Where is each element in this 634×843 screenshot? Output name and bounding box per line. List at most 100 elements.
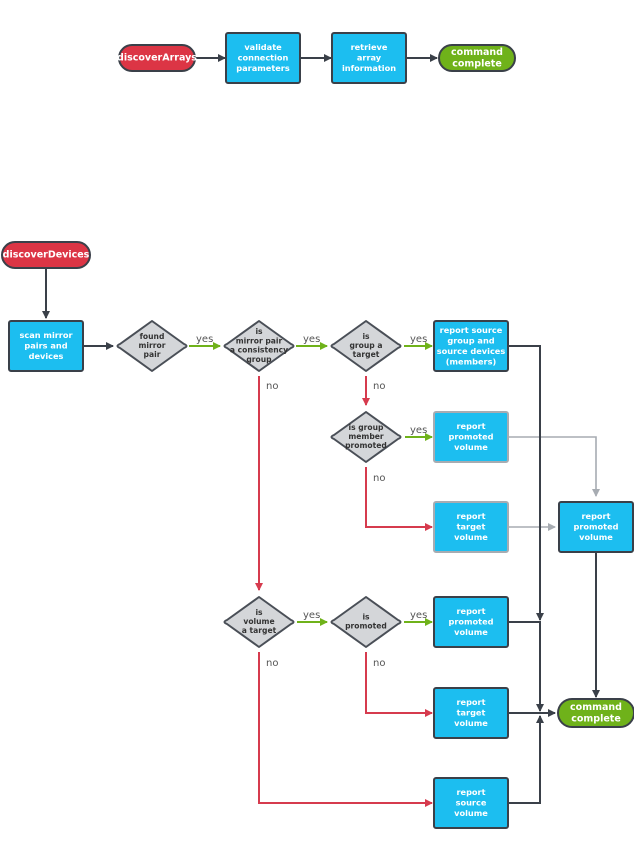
is-group-member-promoted-decision-text-2: member <box>348 432 384 441</box>
scan-mirror-pairs-node-text-1: scan mirror <box>19 330 73 340</box>
validate-connection-node-text-3: parameters <box>236 63 290 73</box>
is-group-member-promoted-decision-text-1: is group <box>348 423 384 432</box>
label-yes-found: yes <box>196 334 213 345</box>
discover-devices-node: discoverDevices <box>1 241 91 269</box>
command-complete-2-node-text-1: command <box>570 702 622 713</box>
report-target-volume-1-node-text-1: report <box>456 511 485 521</box>
edge-reportsourcevolume-up <box>509 715 544 804</box>
validate-connection-node-text-1: validate <box>244 42 282 52</box>
command-complete-1-node-shape <box>438 44 516 72</box>
retrieve-array-node-shape <box>331 32 407 84</box>
is-consistency-group-decision-text-3: a consistency <box>230 346 288 355</box>
report-target-volume-1-node-text-2: target <box>457 522 486 532</box>
edge-labels: yes yes yes no no yes no yes yes no no <box>196 334 427 669</box>
edge-volumetarget-reportsource-no <box>258 652 433 807</box>
report-source-group-node-text-4: (members) <box>446 356 497 366</box>
scan-mirror-pairs-node-shape <box>8 320 84 372</box>
label-no-ispromoted: no <box>373 658 385 669</box>
label-no-consistency: no <box>266 381 278 392</box>
label-yes-consistency: yes <box>303 334 320 345</box>
edge-reportpromoted2-down <box>509 621 544 712</box>
report-promoted-volume-1-node-text-2: promoted <box>448 432 493 442</box>
is-group-target-decision-text-2: group a <box>349 341 382 350</box>
label-yes-ispromoted: yes <box>410 610 427 621</box>
report-promoted-volume-1-node-text-1: report <box>456 421 485 431</box>
label-yes-memberpromoted: yes <box>410 425 427 436</box>
nodes: discoverArrays validateconnectionparamet… <box>1 32 634 829</box>
label-yes-volumetarget: yes <box>303 610 320 621</box>
retrieve-array-node-text-3: information <box>342 63 396 73</box>
discover-arrays-node-shape <box>118 44 196 72</box>
edge-reportpromoted1-right <box>509 436 600 497</box>
report-promoted-volume-2-node-text-2: promoted <box>448 617 493 627</box>
is-consistency-group-decision-text-2: mirror pair <box>236 336 283 345</box>
is-volume-target-decision-text-2: volume <box>243 617 274 626</box>
report-source-group-node-text-2: group and <box>447 335 494 345</box>
edge-reportsourcegroup-down <box>509 345 544 621</box>
report-source-group-node-text-3: source devices <box>437 346 506 356</box>
label-no-grouptarget: no <box>373 381 385 392</box>
report-promoted-volume-1-node-text-3: volume <box>454 442 488 452</box>
report-target-volume-2-node-text-1: report <box>456 697 485 707</box>
report-target-volume-1-node-text-3: volume <box>454 532 488 542</box>
discover-devices-node-shape <box>1 241 91 269</box>
command-complete-1-node-text-2: complete <box>452 58 502 69</box>
is-consistency-group-decision-text-4: group <box>246 355 272 364</box>
report-target-volume-2-node-shape <box>433 687 509 739</box>
report-promoted-volume-right-node-text-1: report <box>581 511 610 521</box>
report-source-volume-node-text-2: source <box>456 798 487 808</box>
command-complete-2-node-shape <box>557 698 634 728</box>
is-promoted-decision-text-2: promoted <box>345 622 387 631</box>
edge-memberpromoted-reporttarget-no <box>365 467 433 531</box>
report-promoted-volume-right-node-text-2: promoted <box>573 522 618 532</box>
scan-mirror-pairs-node-text-3: devices <box>29 351 64 361</box>
scan-mirror-pairs-node-text-2: pairs and <box>24 341 67 351</box>
report-promoted-volume-2-node-text-1: report <box>456 606 485 616</box>
report-source-group-node-text-1: report source <box>440 325 503 335</box>
is-group-target-decision-text-3: target <box>353 350 380 359</box>
is-group-target-decision-shape <box>330 320 402 372</box>
validate-connection-node-text-2: connection <box>238 53 289 63</box>
discover-devices-node-text-1: discoverDevices <box>3 250 90 261</box>
found-mirror-pair-decision-shape <box>116 320 188 372</box>
retrieve-array-node-text-1: retrieve <box>351 42 388 52</box>
is-group-target-decision-text-1: is <box>362 332 370 341</box>
label-no-memberpromoted: no <box>373 473 385 484</box>
is-promoted-decision-shape <box>330 596 402 648</box>
report-target-volume-2-node-text-2: target <box>457 708 486 718</box>
report-source-volume-node-text-3: volume <box>454 808 488 818</box>
edges <box>42 54 600 807</box>
found-mirror-pair-decision-text-2: mirror <box>139 341 166 350</box>
is-group-member-promoted-decision-text-3: promoted <box>345 441 387 450</box>
report-source-volume-node-shape <box>433 777 509 829</box>
is-consistency-group-decision-text-1: is <box>255 327 263 336</box>
report-promoted-volume-right-node-text-3: volume <box>579 532 613 542</box>
command-complete-1-node-text-1: command <box>451 47 503 58</box>
found-mirror-pair-decision-text-3: pair <box>144 350 161 359</box>
report-promoted-volume-2-node-text-3: volume <box>454 627 488 637</box>
found-mirror-pair-decision-text-1: found <box>140 332 165 341</box>
is-volume-target-decision-text-1: is <box>255 608 263 617</box>
edge-ispromoted-reporttarget2-no <box>365 652 433 717</box>
retrieve-array-node-text-2: array <box>357 53 382 63</box>
is-volume-target-decision-shape <box>223 596 295 648</box>
is-consistency-group-decision-shape <box>223 320 295 372</box>
label-no-volumetarget: no <box>266 658 278 669</box>
report-promoted-volume-1-node-shape <box>433 411 509 463</box>
report-promoted-volume-2-node-shape <box>433 596 509 648</box>
report-source-volume-node-text-1: report <box>456 787 485 797</box>
discover-arrays-node: discoverArrays <box>117 44 197 72</box>
